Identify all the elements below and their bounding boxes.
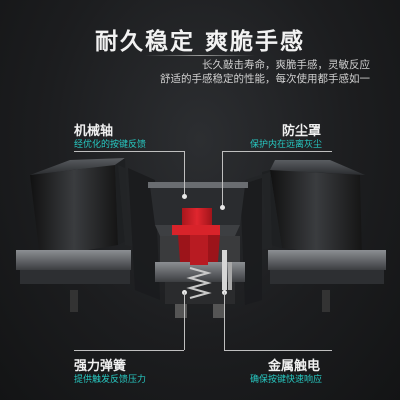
- title-divider: [145, 55, 255, 56]
- subtitle-line-1: 长久敲击寿命，爽脆手感，灵敏反应: [202, 59, 370, 71]
- callout-mechanical-switch-title: 机械轴: [74, 124, 114, 139]
- callout-spring-title: 强力弹簧: [74, 359, 127, 374]
- leader-line: [74, 350, 184, 351]
- switch-pins: [70, 290, 330, 312]
- subtitle-line-2: 舒适的手感稳定的性能，每次使用都手感如一: [160, 73, 370, 85]
- leader-line: [184, 151, 185, 196]
- leader-line: [74, 151, 184, 152]
- leader-dot: [182, 194, 187, 199]
- right-back-keycaps: [240, 172, 272, 305]
- leader-dot: [220, 205, 225, 210]
- metal-contact: [222, 250, 232, 290]
- leader-line: [222, 151, 332, 152]
- leader-line: [224, 292, 225, 350]
- right-keycap: [262, 160, 386, 284]
- red-switch-stem: [172, 208, 220, 265]
- spring: [186, 267, 212, 299]
- callout-dust-cover-title: 防尘罩: [282, 124, 322, 139]
- callout-metal-contact-desc: 确保按键快速响应: [250, 375, 323, 385]
- callout-spring-desc: 提供触发反馈压力: [74, 375, 147, 385]
- callout-metal-contact-title: 金属触电: [268, 359, 321, 374]
- leader-line: [224, 350, 332, 351]
- left-keycap: [16, 158, 131, 284]
- leader-line: [184, 292, 185, 350]
- callout-mechanical-switch-desc: 经优化的按键反馈: [74, 140, 147, 150]
- callout-dust-cover-desc: 保护内在远离灰尘: [250, 140, 323, 150]
- page-title: 耐久稳定 爽脆手感: [94, 29, 305, 55]
- leader-line: [222, 151, 223, 207]
